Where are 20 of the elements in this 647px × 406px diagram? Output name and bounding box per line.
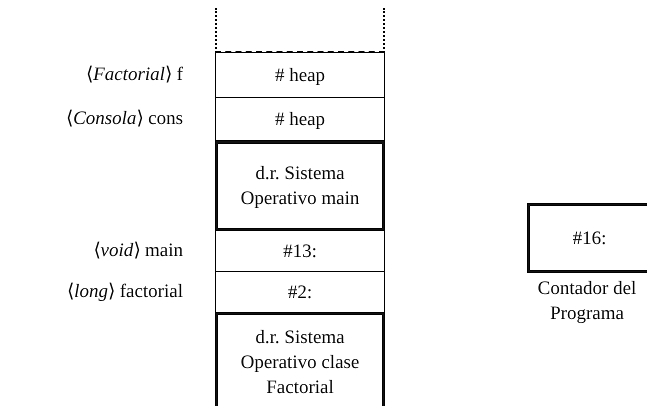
cell-text: #16: bbox=[572, 226, 608, 250]
cell-text: #13: bbox=[282, 240, 318, 264]
stack-cell bbox=[215, 141, 385, 231]
variable-label: ⟨void⟩ main bbox=[94, 239, 183, 263]
stack-cell bbox=[215, 312, 385, 406]
caption-text: Contador del Programa bbox=[537, 277, 637, 326]
stack-cell bbox=[215, 271, 385, 313]
cell-text: d.r. Sistema Operativo clase Factorial bbox=[240, 326, 360, 400]
open-stack-area bbox=[215, 8, 385, 53]
stack-cell bbox=[527, 203, 647, 273]
variable-label: ⟨Factorial⟩ f bbox=[86, 63, 183, 87]
cell-text: #2: bbox=[286, 280, 314, 304]
cell-text: # heap bbox=[274, 108, 326, 132]
cell-text: # heap bbox=[274, 64, 326, 88]
stack-cell bbox=[215, 52, 385, 98]
variable-label: ⟨Consola⟩ cons bbox=[66, 107, 183, 131]
variable-label: ⟨long⟩ factorial bbox=[67, 280, 183, 304]
stack-cell bbox=[215, 230, 385, 272]
stack-cell bbox=[215, 97, 385, 141]
cell-text: d.r. Sistema Operativo main bbox=[240, 162, 360, 211]
